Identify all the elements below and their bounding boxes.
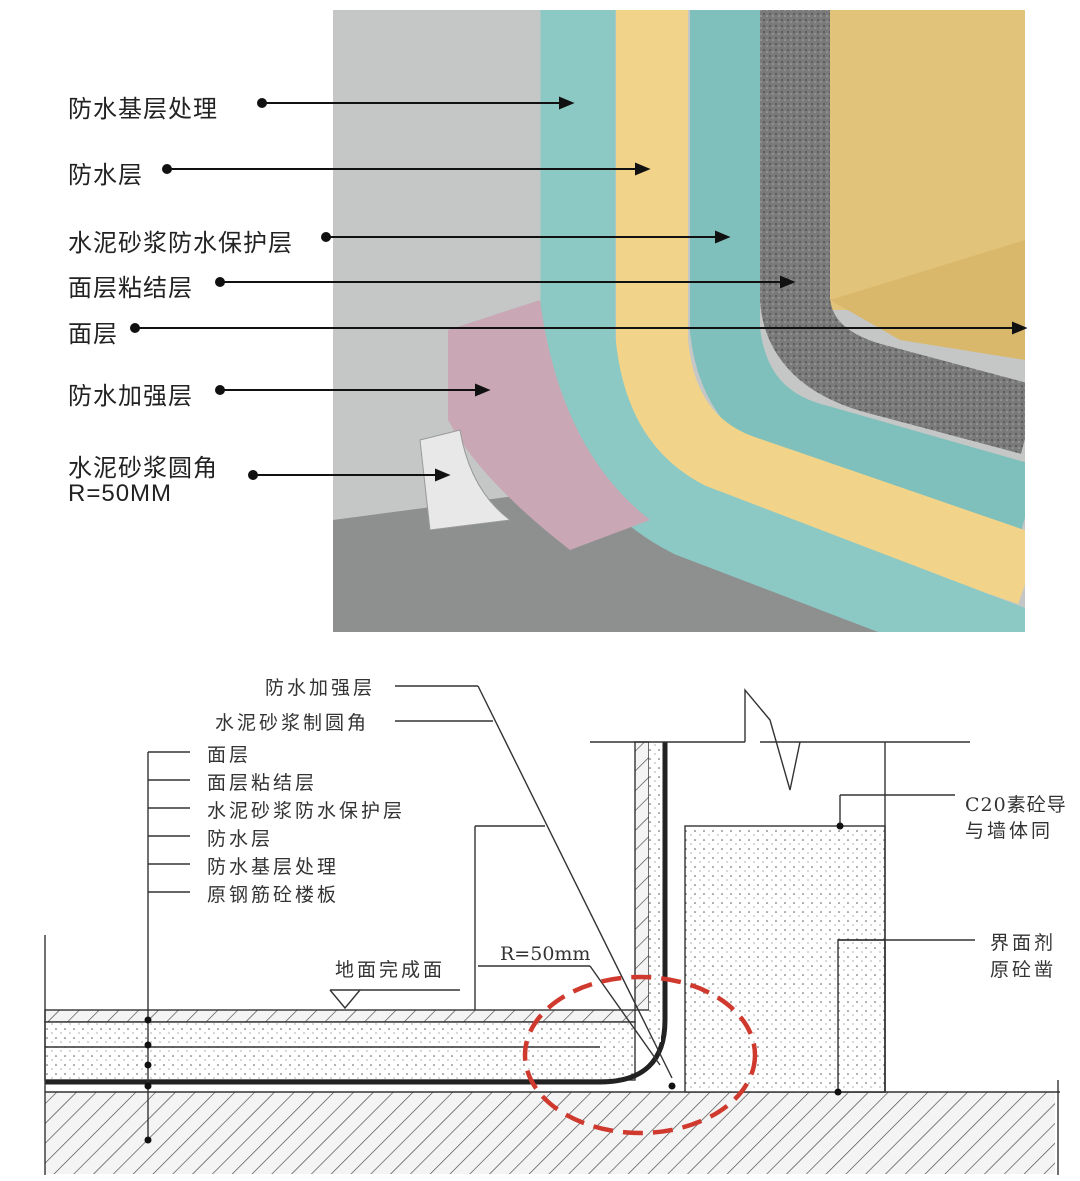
label-reinforcement: 防水加强层 — [265, 677, 376, 699]
label-mortar-fillet-cad: 水泥砂浆制圆角 — [215, 712, 370, 734]
label-surface-layer: 面层 — [68, 320, 118, 348]
highlight-circle — [522, 974, 758, 1136]
label-radius-cad: R=50mm — [500, 943, 591, 965]
cad-label-waterproof: 防水层 — [207, 828, 274, 850]
cad-label-protection: 水泥砂浆防水保护层 — [207, 800, 406, 822]
cad-label-bond: 面层粘结层 — [207, 772, 318, 794]
label-same-as-wall: 与墙体同 — [965, 820, 1054, 842]
label-radius: R=50MM — [68, 480, 173, 507]
label-interface-agent: 界面剂 — [990, 932, 1057, 954]
label-waterproof-layer: 防水层 — [68, 161, 143, 189]
label-mortar-protection: 水泥砂浆防水保护层 — [68, 229, 293, 257]
label-floor-finish: 地面完成面 — [335, 959, 446, 981]
cad-label-slab: 原钢筋砼楼板 — [207, 884, 340, 906]
label-c20-concrete: C20素砼导 — [965, 794, 1067, 816]
label-original-concrete: 原砼凿 — [990, 959, 1057, 981]
cad-label-surface: 面层 — [207, 744, 252, 766]
label-bond-layer: 面层粘结层 — [68, 274, 193, 302]
cad-label-base: 防水基层处理 — [207, 856, 340, 878]
label-mortar-fillet: 水泥砂浆圆角 — [68, 454, 218, 482]
label-base-treatment: 防水基层处理 — [68, 95, 218, 123]
label-reinforcement-layer: 防水加强层 — [68, 382, 193, 410]
top-layer-illustration — [130, 10, 1028, 632]
